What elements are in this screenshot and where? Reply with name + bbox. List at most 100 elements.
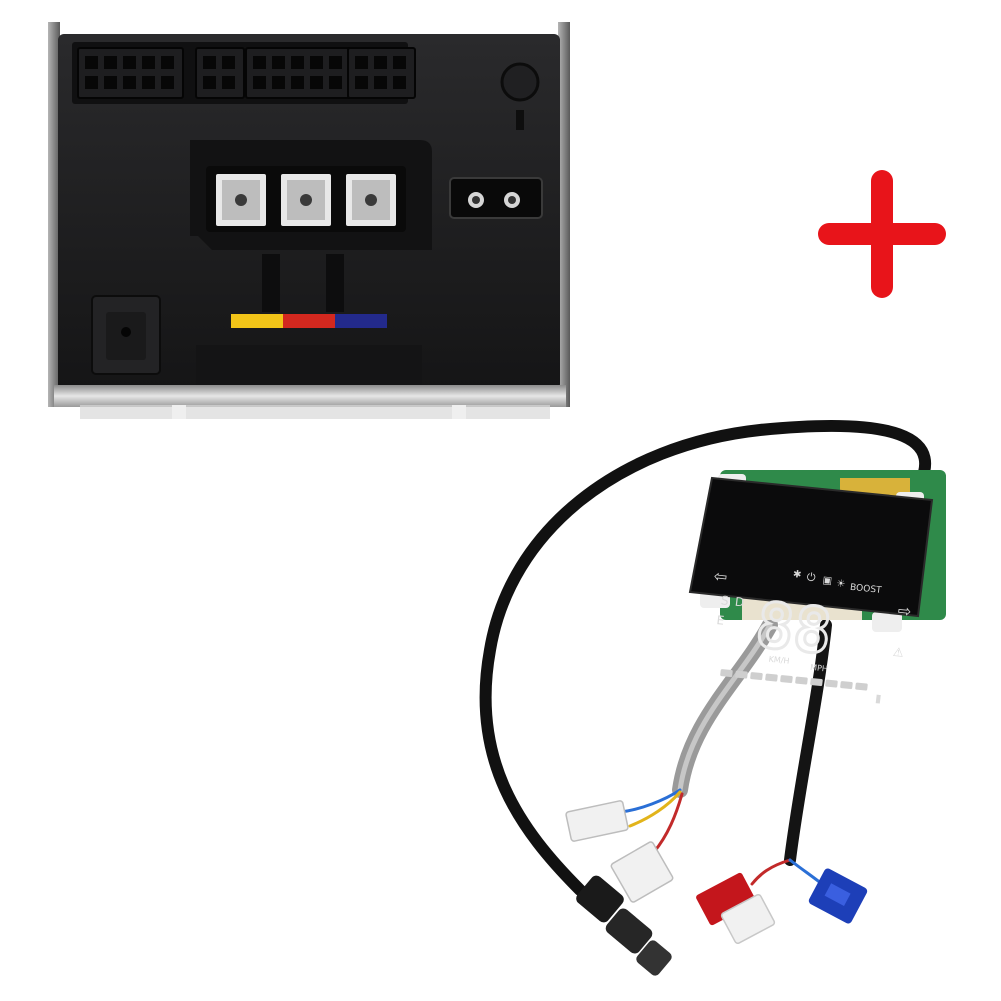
connector-pin	[203, 76, 216, 89]
connector-pin	[272, 56, 285, 69]
phase-yellow-mark	[231, 314, 283, 328]
wire-channel-2	[326, 254, 344, 312]
mounting-bracket	[91, 295, 161, 375]
connector-housing-4	[347, 47, 416, 99]
connector-pin	[222, 76, 235, 89]
wire-channel-1	[262, 254, 280, 312]
phase-terminal-1	[216, 174, 266, 226]
wire-red-2	[750, 858, 792, 886]
controller-rail-reflection	[80, 405, 550, 419]
controller-left-rail	[48, 22, 60, 407]
lock-icon: ▣	[822, 575, 833, 587]
connector-pin	[104, 76, 117, 89]
connector-pin	[291, 56, 304, 69]
boost-label: BOOST	[849, 583, 882, 596]
rail-tab-right	[452, 405, 466, 419]
display-glass	[688, 476, 934, 618]
red-connector	[696, 872, 776, 945]
cable-harness	[479, 419, 931, 896]
battery-segment	[750, 672, 763, 681]
round-plug	[500, 62, 540, 102]
mode-e-label: E	[716, 613, 725, 628]
connector-pin	[104, 56, 117, 69]
controller-unit	[48, 22, 570, 419]
wire-blue-2	[788, 858, 824, 886]
connector-pin	[123, 76, 136, 89]
warning-icon: ⚠	[892, 645, 905, 660]
mode-s-label: S	[720, 593, 729, 608]
battery-segment	[825, 679, 838, 688]
connector-pin	[253, 76, 266, 89]
connector-pin	[161, 76, 174, 89]
controller-bottom-rail	[54, 385, 566, 407]
rail-tab-left	[172, 405, 186, 419]
bluetooth-icon: ✱	[792, 569, 802, 581]
battery-icon: ▮	[874, 692, 882, 706]
phase-terminal-3	[346, 174, 396, 226]
connector-pin	[329, 76, 342, 89]
connector-pin	[355, 76, 368, 89]
mode-d-label: D	[734, 595, 745, 610]
battery-segment	[840, 681, 853, 690]
connector-housing-2	[195, 47, 245, 99]
unit-kmh-label: KM/H	[768, 655, 790, 666]
battery-level-bar	[720, 669, 868, 691]
speed-digits: 88	[752, 588, 835, 668]
wire-red	[652, 792, 684, 854]
battery-segment	[810, 678, 823, 687]
connector-pin	[253, 56, 266, 69]
white-connector-2	[610, 841, 674, 903]
headlight-icon: ☀	[836, 578, 846, 590]
phase-color-strip	[231, 314, 387, 328]
signal-connectors	[72, 42, 416, 104]
connector-pin	[310, 56, 323, 69]
plug-slot	[516, 110, 524, 130]
connectors	[565, 800, 868, 976]
controller-right-rail	[558, 22, 570, 407]
lower-recess	[196, 345, 422, 385]
phase-terminal-2	[281, 174, 331, 226]
connector-pin	[310, 76, 323, 89]
power-socket	[449, 177, 543, 219]
connector-pin	[142, 56, 155, 69]
battery-segment	[735, 670, 748, 679]
round-cable-plug	[576, 875, 672, 976]
connector-pin	[329, 56, 342, 69]
connector-pin	[374, 56, 387, 69]
wire-blue	[618, 788, 682, 814]
phase-red-mark	[283, 314, 335, 328]
connector-pin	[203, 56, 216, 69]
phase-blue-mark	[335, 314, 387, 328]
plus-icon	[818, 170, 946, 298]
black-cable	[784, 619, 832, 866]
connector-pin	[272, 76, 285, 89]
phase-terminals	[206, 166, 406, 232]
battery-segment	[855, 682, 868, 691]
connector-pin	[142, 76, 155, 89]
connector-pin	[222, 56, 235, 69]
battery-segment	[720, 669, 733, 678]
battery-segment	[795, 676, 808, 685]
arrow-left-icon: ⇦	[713, 566, 729, 586]
connector-housing-1	[77, 47, 184, 99]
blue-connector	[808, 868, 868, 924]
white-connector-1	[565, 800, 629, 842]
main-cable-loop	[479, 419, 931, 896]
arrow-right-icon: ⇨	[897, 601, 913, 621]
grey-cable-highlight	[677, 622, 773, 793]
connector-pin	[393, 76, 406, 89]
connector-pin	[291, 76, 304, 89]
battery-segment	[765, 673, 778, 682]
connector-pin	[123, 56, 136, 69]
connector-housing-3	[245, 47, 352, 99]
power-icon: ⏻	[806, 570, 816, 584]
wire-yellow	[628, 790, 682, 828]
connector-pin	[393, 56, 406, 69]
connector-pin	[161, 56, 174, 69]
connector-pin	[85, 56, 98, 69]
connector-pin	[355, 56, 368, 69]
connector-pin	[374, 76, 387, 89]
lcd-display-module: ⇦ ⇨ S D E ✱ ⏻ ▣ ☀ BOOST 88 KM/H MPH ⚠ ▮	[688, 470, 946, 706]
battery-segment	[780, 675, 793, 684]
